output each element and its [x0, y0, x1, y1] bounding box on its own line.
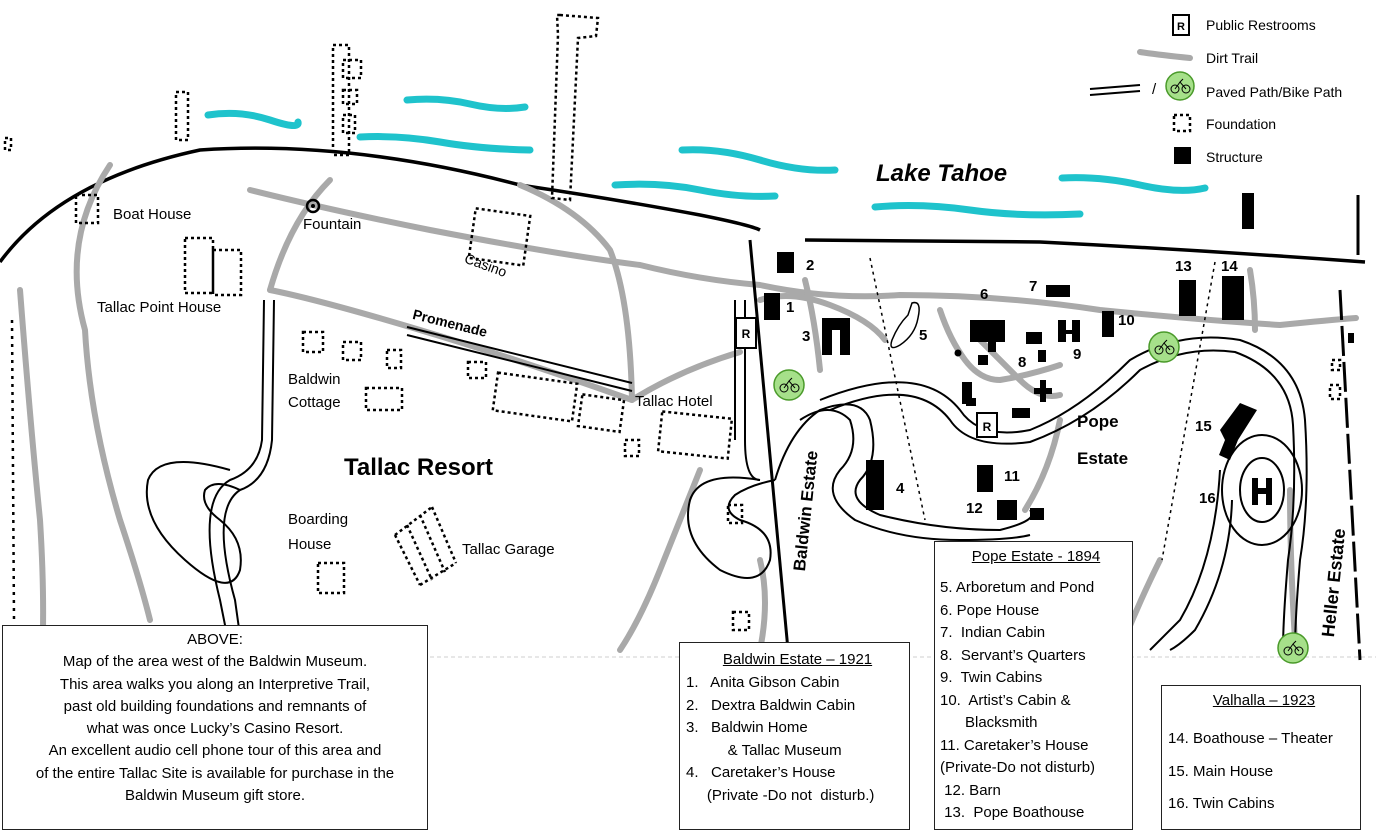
promenade-line	[406, 326, 633, 384]
key-entry: (Private -Do not disturb.)	[686, 786, 875, 804]
legend-foundation: Foundation	[1206, 116, 1277, 132]
site-number: 10	[1118, 312, 1135, 329]
key-entry: 2. Dextra Baldwin Cabin	[686, 696, 856, 714]
site-number: 11	[1004, 468, 1020, 485]
tallac-resort-label: Tallac Resort	[344, 454, 493, 481]
baldwin-estate-key: Baldwin Estate – 1921 1. Anita Gibson Ca…	[679, 642, 910, 830]
dirt-trails	[17, 162, 1359, 663]
above-line: Baldwin Museum gift store.	[124, 787, 306, 805]
shoreline-east	[804, 238, 1366, 264]
bike-path-icons	[773, 331, 1309, 664]
key-entry: 16. Twin Cabins	[1168, 795, 1275, 812]
boat-house-label: Boat House	[113, 206, 192, 223]
key-entry: Blacksmith	[940, 714, 1038, 731]
site-number: 3	[802, 328, 811, 345]
site-number: 13	[1175, 258, 1192, 275]
key-entry: 13. Pope Boathouse	[940, 804, 1085, 821]
pope-estate-title: Pope Estate - 1894	[971, 548, 1101, 565]
tallac-garage-label: Tallac Garage	[462, 541, 555, 558]
legend-paved-path: Paved Path/Bike Path	[1206, 84, 1343, 100]
shoreline	[0, 146, 761, 264]
tallac-hotel-label: Tallac Hotel	[635, 393, 713, 410]
site-number: 16	[1199, 490, 1216, 507]
foundations	[3, 13, 1342, 632]
paved-path-icon	[1165, 71, 1195, 101]
restroom-icon	[1172, 14, 1190, 36]
restroom-marker: R	[983, 420, 992, 434]
valhalla-title: Valhalla – 1923	[1212, 692, 1316, 709]
above-line: past old building foundations and remnan…	[63, 697, 367, 715]
promenade-line-2	[406, 334, 633, 392]
garage-foundation	[393, 506, 458, 587]
key-entry: 14. Boathouse – Theater	[1168, 730, 1333, 747]
lake-water	[204, 95, 1209, 219]
key-entry: 6. Pope House	[940, 601, 1040, 619]
pond-icon	[890, 301, 920, 349]
site-number: 1	[786, 299, 795, 316]
site-number: 6	[980, 286, 989, 303]
above-line: Map of the area west of the Baldwin Muse…	[62, 653, 368, 671]
above-line: what was once Lucky’s Casino Resort.	[86, 720, 344, 738]
fountain-label: Fountain	[303, 216, 362, 233]
baldwin-cottage-label-1: Baldwin	[288, 371, 341, 388]
tallac-point-house-label: Tallac Point House	[97, 299, 222, 316]
site-number: 9	[1073, 346, 1082, 363]
legend-restrooms: Public Restrooms	[1206, 17, 1316, 33]
key-entry: 15. Main House	[1168, 762, 1274, 780]
structures	[764, 193, 1354, 520]
legend-dirt-trail: Dirt Trail	[1206, 50, 1259, 66]
key-entry: 1. Anita Gibson Cabin	[686, 674, 840, 691]
legend-restroom-symbol: R	[1177, 21, 1185, 33]
key-entry: 11. Caretaker’s House	[940, 736, 1089, 754]
site-number: 14	[1221, 258, 1238, 275]
key-entry: & Tallac Museum	[686, 741, 842, 759]
site-number: 2	[806, 257, 815, 274]
restroom-icon	[735, 317, 757, 349]
key-entry: 4. Caretaker’s House	[686, 764, 836, 781]
site-number: 4	[896, 480, 905, 497]
boarding-house-label-2: House	[288, 536, 332, 553]
edge-markings	[10, 319, 16, 621]
legend-symbols: R /	[1137, 14, 1195, 164]
pope-estate-label-2: Estate	[1077, 449, 1129, 468]
key-entry: 12. Barn	[940, 781, 1001, 799]
above-line: An excellent audio cell phone tour of th…	[48, 742, 382, 760]
baldwin-estate-title: Baldwin Estate – 1921	[722, 651, 873, 668]
site-number: 8	[1018, 354, 1027, 371]
valhalla-key: Valhalla – 1923 14. Boathouse – Theater …	[1161, 685, 1361, 830]
key-entry: 3. Baldwin Home	[686, 719, 808, 736]
dirt-trail-icon	[1137, 49, 1193, 61]
key-entry: 7. Indian Cabin	[940, 624, 1046, 641]
legend-separator: /	[1152, 81, 1157, 98]
site-number: 5	[919, 327, 928, 344]
above-line: of the entire Tallac Site is available f…	[35, 764, 395, 782]
legend-structure: Structure	[1206, 149, 1263, 165]
paved-paths	[145, 84, 1308, 651]
above-line: This area walks you along an Interpretiv…	[59, 675, 371, 693]
key-entry: 8. Servant’s Quarters	[940, 646, 1086, 664]
above-line: ABOVE:	[187, 631, 243, 648]
key-entry: 9. Twin Cabins	[940, 669, 1043, 686]
estate-boundaries	[748, 195, 1362, 661]
key-entry: (Private-Do not disturb)	[940, 759, 1096, 776]
restroom-marker: R	[742, 327, 751, 341]
key-entry: 5. Arboretum and Pond	[940, 579, 1095, 596]
above-description-box: ABOVE: Map of the area west of the Baldw…	[2, 625, 428, 830]
key-entry: 10. Artist’s Cabin &	[940, 691, 1071, 709]
pope-estate-label-1: Pope	[1077, 412, 1119, 431]
lake-label: Lake Tahoe	[876, 160, 1008, 187]
foundation-icon	[1172, 113, 1192, 133]
pope-estate-key: Pope Estate - 1894 5. Arboretum and Pond…	[934, 541, 1133, 830]
site-number: 7	[1029, 278, 1038, 295]
baldwin-cottage-label-2: Cottage	[288, 394, 341, 411]
site-number: 12	[966, 500, 983, 517]
restroom-icon	[976, 412, 998, 438]
boarding-house-label-1: Boarding	[288, 511, 349, 528]
structure-icon	[1174, 147, 1191, 164]
site-number: 15	[1195, 418, 1212, 435]
fountain-icon	[305, 198, 321, 214]
